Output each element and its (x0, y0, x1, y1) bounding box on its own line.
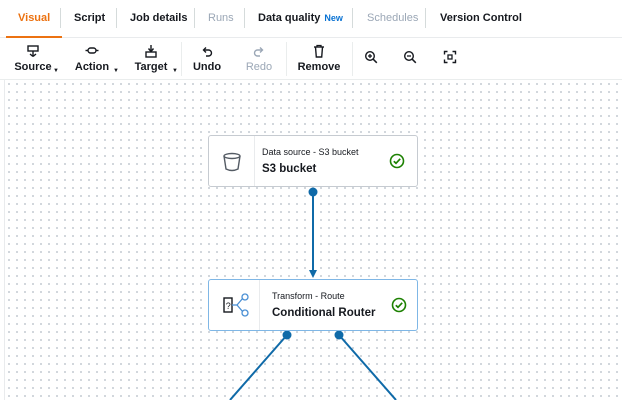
action-button[interactable]: Action (74, 38, 110, 80)
graph-canvas[interactable]: Data source - S3 bucket S3 bucket ? Tran… (4, 80, 622, 400)
fit-to-screen-icon (443, 38, 457, 64)
zoom-in-icon (364, 38, 378, 64)
tab-job-details[interactable]: Job details (130, 12, 188, 24)
source-button[interactable]: Source (14, 38, 52, 80)
node-s3-bucket[interactable]: Data source - S3 bucket S3 bucket (208, 135, 418, 187)
tab-divider (60, 8, 61, 28)
toolbar-divider (181, 42, 182, 76)
output-port[interactable] (282, 330, 292, 340)
edge-s3-to-router[interactable] (308, 187, 318, 279)
target-label: Target (134, 61, 168, 73)
node-conditional-router[interactable]: ? Transform - Route Conditional Router (208, 279, 418, 331)
action-label: Action (74, 61, 110, 73)
undo-label: Undo (192, 61, 222, 73)
arrowhead-icon (309, 270, 317, 278)
tab-bar: Visual Script Job details Runs Data qual… (0, 0, 622, 38)
bucket-icon (221, 151, 243, 178)
toolbar-divider (352, 42, 353, 76)
tab-divider (194, 8, 195, 28)
zoom-out-icon (403, 38, 417, 64)
editor-toolbar: Source ▼ Action ▼ Target ▼ Undo Redo (0, 38, 622, 80)
tab-divider (116, 8, 117, 28)
source-label: Source (14, 61, 52, 73)
svg-text:?: ? (226, 301, 231, 311)
node-title: S3 bucket (262, 163, 317, 175)
tab-runs: Runs (208, 12, 234, 24)
tab-data-quality-label: Data quality (258, 12, 321, 24)
toolbar-divider (286, 42, 287, 76)
edge-router-left[interactable] (229, 330, 292, 400)
zoom-in-button[interactable] (362, 38, 380, 80)
edge-router-right[interactable] (334, 330, 397, 400)
zoom-out-button[interactable] (401, 38, 419, 80)
trash-icon (312, 38, 326, 58)
target-dropdown-icon[interactable]: ▼ (172, 68, 178, 74)
redo-label: Redo (245, 61, 273, 73)
success-check-icon (389, 153, 405, 174)
tab-visual[interactable]: Visual (5, 0, 63, 38)
edges-layer (229, 187, 397, 400)
node-title: Conditional Router (272, 307, 376, 319)
node-divider (259, 280, 260, 330)
undo-button[interactable]: Undo (192, 38, 222, 80)
remove-button[interactable]: Remove (298, 38, 340, 80)
fit-to-screen-button[interactable] (441, 38, 459, 80)
redo-icon (252, 38, 266, 58)
output-port[interactable] (308, 187, 318, 197)
action-dropdown-icon[interactable]: ▼ (113, 68, 119, 74)
router-icon: ? (221, 291, 251, 326)
output-port[interactable] (334, 330, 344, 340)
success-check-icon (391, 297, 407, 318)
new-badge: New (324, 13, 343, 23)
remove-label: Remove (297, 61, 341, 73)
node-subtitle: Transform - Route (272, 291, 345, 301)
tab-divider (425, 8, 426, 28)
source-dropdown-icon[interactable]: ▼ (53, 68, 59, 74)
action-icon (85, 38, 99, 58)
target-button[interactable]: Target (133, 38, 169, 80)
tab-version-control[interactable]: Version Control (440, 12, 522, 24)
tab-divider (244, 8, 245, 28)
undo-icon (200, 38, 214, 58)
node-subtitle: Data source - S3 bucket (262, 147, 359, 157)
redo-button: Redo (244, 38, 274, 80)
tab-divider (352, 8, 353, 28)
tab-script[interactable]: Script (74, 12, 106, 24)
node-divider (254, 136, 255, 186)
source-icon (26, 38, 40, 58)
target-icon (144, 38, 158, 58)
tab-schedules: Schedules (367, 12, 419, 24)
